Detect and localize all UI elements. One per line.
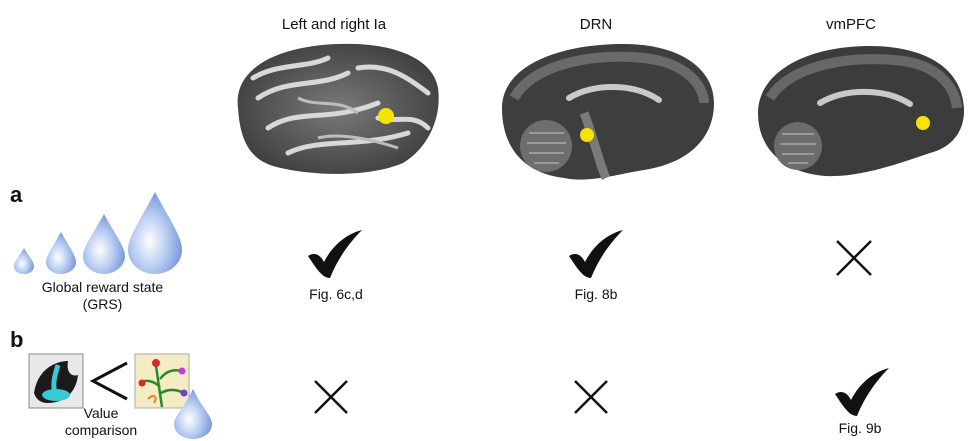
ref-drn-grs: Fig. 8b bbox=[574, 286, 618, 302]
ref-ia-grs: Fig. 6c,d bbox=[309, 286, 363, 302]
plant-option-icon bbox=[134, 353, 190, 409]
panel-letter-a: a bbox=[10, 182, 23, 207]
cross-icon bbox=[574, 380, 608, 414]
column-title-ia: Left and right Ia bbox=[281, 16, 387, 33]
value-caption-line1: Value bbox=[83, 405, 119, 421]
cross-icon bbox=[314, 380, 348, 414]
grs-caption-line2: (GRS) bbox=[82, 296, 123, 312]
vmpfc-marker bbox=[916, 116, 930, 130]
ia-marker bbox=[378, 108, 394, 124]
grs-caption: Global reward state (GRS) bbox=[10, 279, 195, 313]
value-comparison-caption: Value comparison bbox=[46, 405, 156, 439]
check-icon bbox=[835, 368, 889, 416]
water-option-icon bbox=[28, 353, 84, 409]
drn-marker bbox=[580, 128, 594, 142]
brain-drn-image bbox=[502, 44, 714, 180]
cross-icon bbox=[836, 240, 872, 276]
check-icon bbox=[569, 230, 623, 278]
reward-drop-icon bbox=[174, 389, 212, 439]
column-title-vmpfc: vmPFC bbox=[826, 16, 876, 33]
check-icon bbox=[308, 230, 362, 278]
less-than-icon bbox=[89, 361, 128, 401]
value-caption-line2: comparison bbox=[64, 422, 138, 438]
panel-letter-b: b bbox=[10, 327, 24, 352]
brain-vmpfc-image bbox=[758, 46, 965, 177]
grs-caption-line1: Global reward state bbox=[41, 279, 164, 295]
ref-vmpfc-value: Fig. 9b bbox=[838, 420, 882, 436]
column-title-drn: DRN bbox=[579, 16, 613, 33]
reward-drops-icon bbox=[14, 192, 182, 274]
brain-lateral-image bbox=[237, 43, 439, 174]
